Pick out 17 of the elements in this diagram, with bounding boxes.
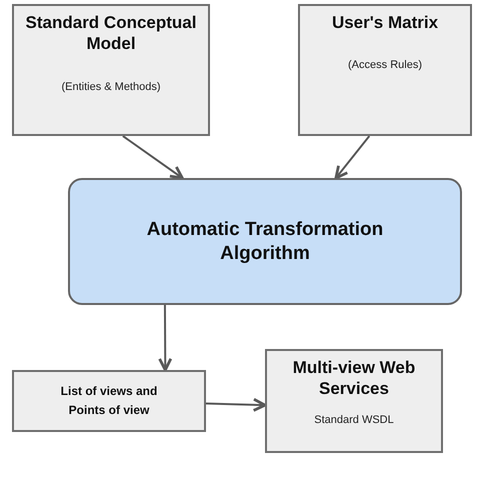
arrow [122, 135, 184, 180]
title-text: List of views and Points of view [60, 382, 158, 419]
arrow [206, 398, 266, 412]
subtitle-text: (Access Rules) [347, 59, 423, 72]
subtitle-text: Standard WSDL [313, 414, 395, 427]
title-text: Automatic Transformation Algorithm [146, 218, 384, 266]
title-text: Multi-view Web Services [292, 357, 416, 400]
input-box [12, 370, 206, 432]
input-box [298, 4, 472, 136]
subtitle-text: (Entities & Methods) [60, 80, 162, 94]
input-box [12, 4, 210, 136]
title-text: User's Matrix [330, 12, 440, 34]
input-box [265, 349, 443, 453]
arrow [158, 305, 172, 372]
title-text: Standard Conceptual Model [24, 12, 198, 54]
arrow [334, 135, 370, 180]
process-box [68, 178, 462, 305]
